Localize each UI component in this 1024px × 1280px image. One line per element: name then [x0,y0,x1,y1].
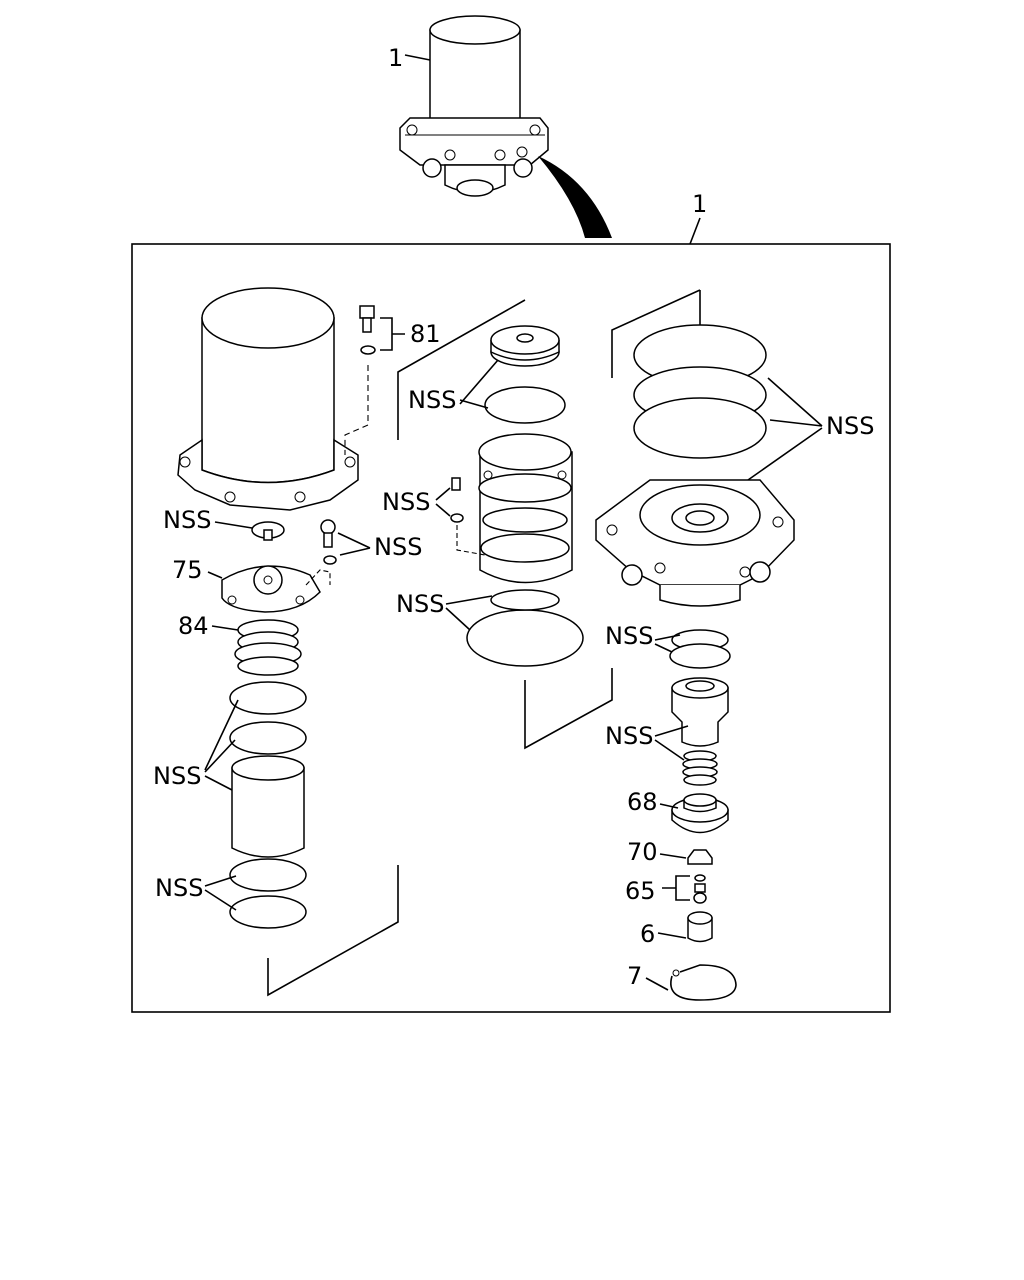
label-nss-valve: NSS [605,722,653,750]
center-valve-stack: NSS NSS NSS [382,299,613,750]
label-assembly-top: 1 [388,44,403,72]
label-81: 81 [410,320,441,348]
label-nss-plates: NSS [153,762,201,790]
label-nss-small-bolt: NSS [382,488,430,516]
label-84: 84 [178,612,209,640]
bolt-81: 81 [344,305,441,455]
label-nss-right-oring: NSS [605,622,653,650]
label-68: 68 [627,788,658,816]
assembled-air-dryer: 1 [388,15,549,197]
label-7: 7 [627,962,642,990]
label-nss-ring-top: NSS [408,386,456,414]
desiccant-cartridge [177,287,359,511]
label-75: 75 [172,556,203,584]
label-65: 65 [625,877,656,905]
label-nss-screws: NSS [374,533,422,561]
spring-84: 84 [178,612,302,676]
label-6: 6 [640,920,655,948]
label-70: 70 [627,838,658,866]
label-nss-large-ring: NSS [396,590,444,618]
plate-75: 75 [172,556,331,613]
explode-arrow [538,156,612,238]
label-nss-right-rings: NSS [826,412,874,440]
label-nss-plug: NSS [163,506,211,534]
label-assembly-box: 1 [692,190,707,218]
nss-plug-and-screws: NSS NSS [163,506,422,565]
perforated-plates-and-desiccant: NSS NSS [153,681,399,997]
exploded-view-frame [131,243,891,1013]
right-valve-stack: NSS NSS NSS 68 70 [595,289,874,1001]
label-nss-lower-plates: NSS [155,874,203,902]
